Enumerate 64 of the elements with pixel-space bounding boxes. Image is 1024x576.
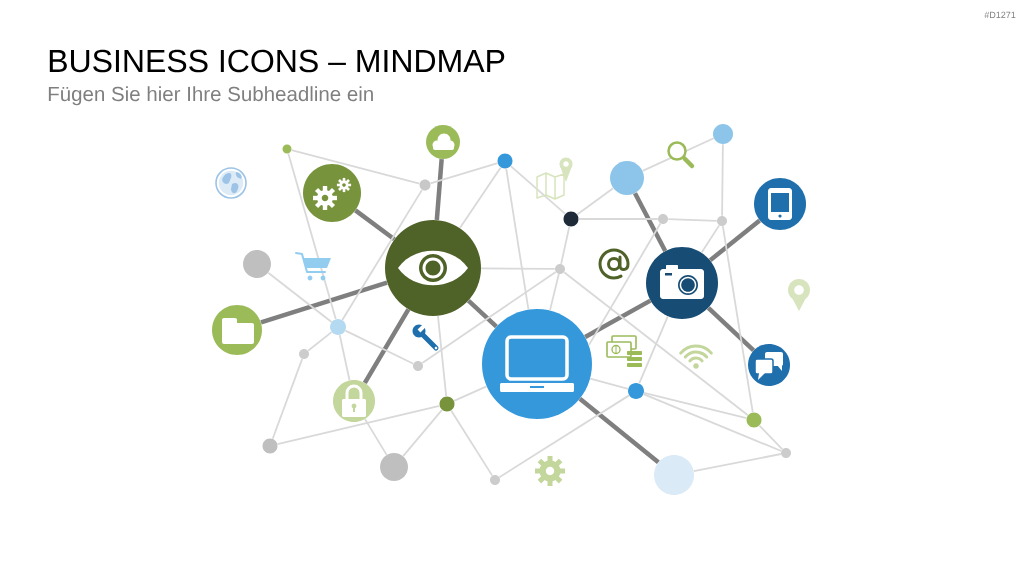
connector-line: [307, 331, 333, 352]
network-dot: [610, 161, 644, 195]
connector-line: [344, 329, 415, 365]
network-dot: [243, 250, 271, 278]
reference-code: #D1271: [984, 11, 1016, 18]
network-dot: [380, 453, 408, 481]
network-dot: [497, 153, 513, 169]
connector-line: [643, 392, 748, 420]
network-dot: [628, 383, 644, 399]
connector-line: [260, 280, 388, 325]
connector-line: [434, 158, 444, 221]
connector-line: [589, 377, 629, 390]
connector-line: [364, 418, 388, 456]
connector-line: [708, 218, 762, 263]
connector-line: [450, 409, 494, 477]
connector-line: [290, 149, 421, 185]
connector-line: [638, 315, 669, 385]
connector-line: [354, 208, 396, 242]
connector-line: [287, 152, 337, 320]
connector-line: [758, 424, 784, 451]
connector-line: [577, 218, 659, 220]
connector-line: [642, 393, 783, 452]
network-dot: [330, 319, 346, 335]
subtitle: Fügen Sie hier Ihre Subheadline ein: [48, 86, 373, 106]
network-dot: [713, 124, 733, 144]
network-dot: [746, 412, 762, 428]
connector-line: [459, 166, 502, 229]
connector-line: [706, 306, 756, 353]
connector-line: [338, 334, 351, 382]
connector-line: [509, 165, 567, 215]
connector-line: [362, 308, 411, 384]
connector-line: [402, 409, 443, 458]
connector-line: [578, 397, 660, 465]
connector-line: [641, 137, 715, 172]
connector-line: [421, 271, 557, 364]
connector-line: [721, 225, 754, 414]
connector-line: [276, 404, 441, 446]
connector-line: [667, 218, 718, 222]
connector-line: [466, 299, 498, 329]
connector-line: [429, 162, 499, 185]
connector-line: [576, 187, 615, 216]
connector-line: [341, 188, 423, 321]
connector-line: [437, 315, 448, 398]
connector-line: [588, 222, 662, 347]
network-dot: [262, 438, 278, 454]
connector-line: [700, 224, 721, 254]
connector-line: [480, 267, 556, 270]
icon-circle: [482, 309, 592, 419]
connector-line: [498, 394, 630, 479]
connector-line: [633, 192, 668, 252]
connector-line: [267, 271, 333, 323]
title: BUSINESS ICONS – MINDMAP: [49, 49, 505, 73]
connector-line: [505, 167, 530, 311]
connector-line: [692, 453, 782, 472]
connector-line: [560, 225, 571, 265]
network-dot: [563, 211, 579, 227]
connector-line: [584, 298, 652, 340]
connector-line: [563, 271, 749, 417]
connector-line: [271, 358, 304, 440]
connector-line: [453, 385, 488, 402]
network-dot: [439, 396, 455, 412]
connector-line: [549, 273, 560, 312]
network-dot: [654, 455, 694, 495]
connector-line: [721, 143, 724, 217]
